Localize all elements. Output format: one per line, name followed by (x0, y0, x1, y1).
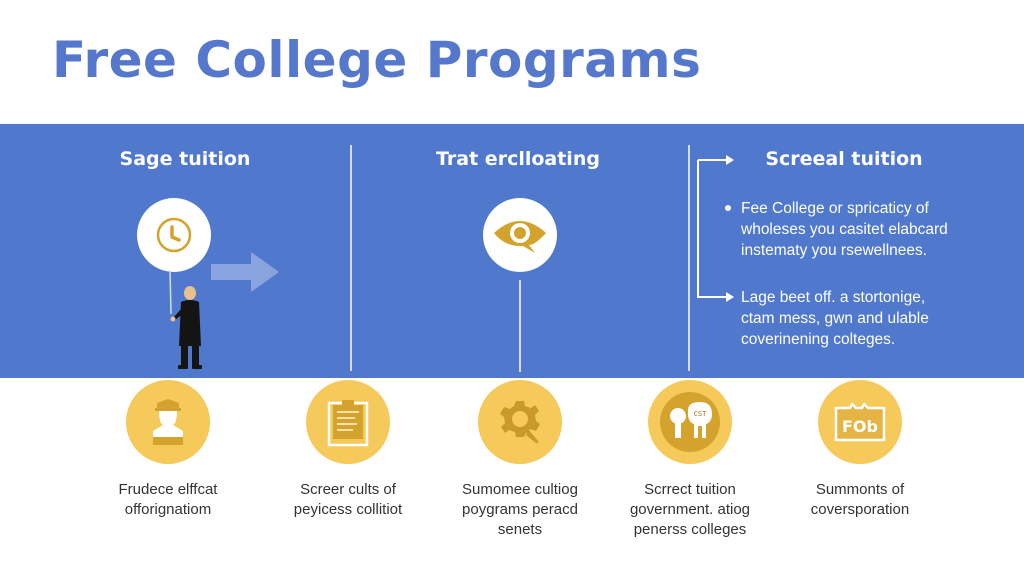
clock-icon (156, 217, 192, 253)
bracket-arrows (697, 155, 734, 302)
clock-balloon (137, 198, 211, 272)
connector-line (519, 280, 521, 372)
feature-caption-4: Scrrect tuition government. atiog peners… (600, 480, 780, 540)
caption-line: poygrams peracd (462, 501, 578, 518)
caption-line: peyicess collitiot (293, 501, 403, 518)
gear-search-icon (500, 401, 540, 443)
feature-caption-1: Frudece elffcat offorignatiom (78, 480, 258, 520)
key-label-text: CST (694, 410, 707, 418)
caption-line: Scrrect tuition (644, 481, 736, 498)
bullet-line: ctam mess, gwn and ulable (741, 310, 929, 327)
caption-line: senets (497, 521, 543, 538)
key-label-icon: CST (660, 392, 720, 452)
clipboard-icon (327, 400, 369, 447)
eye-speech-icon (494, 221, 546, 253)
bullet-item-2: Lage beet off. a stortonige, ctam mess, … (741, 287, 929, 350)
caption-line: penerss colleges (633, 521, 747, 538)
feature-icon-badge-1 (126, 380, 210, 464)
bullet-line: instematy you rsewellnees. (741, 242, 928, 259)
column-divider (688, 145, 690, 371)
caption-line: coversporation (810, 501, 910, 518)
page-title: Free College Programs (52, 31, 702, 89)
caption-line: offorignatiom (124, 501, 212, 518)
bullet-line: wholeses you casitet elabcard (741, 221, 948, 238)
balloon-string (169, 270, 172, 315)
feature-caption-3: Sumomee cultiog poygrams peracd senets (430, 480, 610, 540)
notebook-label-text: FOb (842, 417, 878, 436)
feature-caption-5: Summonts of coversporation (770, 480, 950, 520)
feature-icon-badge-3 (478, 380, 562, 464)
column-heading-2: Trat erclloating (436, 148, 600, 170)
column-heading-3: Screeal tuition (765, 148, 923, 170)
bullet-dot-icon (725, 205, 731, 211)
caption-line: Sumomee cultiog (462, 481, 578, 498)
graduate-person-icon (153, 399, 183, 445)
caption-line: Screer cults of (300, 481, 396, 498)
bullet-item-1: Fee College or spricaticy of wholeses yo… (741, 198, 948, 261)
column-divider (350, 145, 352, 371)
caption-line: Summonts of (815, 481, 905, 498)
bullet-line: coverinening colteges. (741, 331, 896, 348)
column-heading-1: Sage tuition (119, 148, 251, 170)
feature-icon-badge-4: CST (648, 380, 732, 464)
feature-icon-badge-2 (306, 380, 390, 464)
caption-line: government. atiog (629, 501, 751, 518)
bullet-line: Fee College or spricaticy of (741, 200, 929, 217)
notebook-fob-icon: FOb (834, 402, 886, 442)
feature-icon-badge-5: FOb (818, 380, 902, 464)
feature-caption-2: Screer cults of peyicess collitiot (258, 480, 438, 520)
person-illustration (170, 286, 202, 369)
eye-icon-badge (483, 198, 557, 272)
bullet-line: Lage beet off. a stortonige, (741, 289, 926, 306)
caption-line: Frudece elffcat (118, 481, 218, 498)
right-arrow-icon (211, 252, 279, 292)
